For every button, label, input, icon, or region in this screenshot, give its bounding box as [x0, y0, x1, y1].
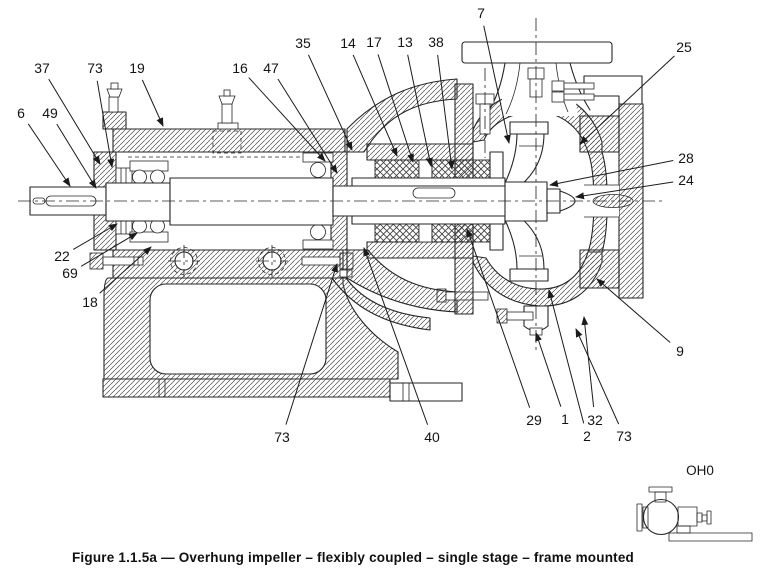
pump-type-code: OH0: [686, 463, 714, 478]
callout-number: 73: [87, 60, 103, 76]
callout-leader-line: [307, 54, 353, 151]
callout-leader-line: [48, 78, 101, 165]
callout-number: 28: [678, 150, 694, 166]
callout-leader-line: [72, 223, 118, 250]
callout-number: 32: [587, 412, 603, 428]
callout-number: 2: [583, 428, 591, 444]
shaft-sleeve: [351, 177, 506, 187]
figure-caption: Figure 1.1.5a — Overhung impeller – flex…: [71, 550, 634, 565]
callout-leader-line: [141, 79, 164, 127]
callout-number: 19: [129, 60, 145, 76]
frame-bolt-left: [89, 252, 144, 270]
callout-number: 49: [42, 105, 58, 121]
centerlines: [18, 18, 665, 352]
callout-leader-line: [377, 54, 414, 163]
callout-number: 47: [263, 60, 279, 76]
stuffing-box: [351, 83, 506, 315]
callout-number: 17: [366, 34, 382, 50]
packing-rings: [374, 159, 420, 179]
callout-number: 38: [428, 34, 444, 50]
callout-leader-line: [363, 247, 429, 425]
callout-leader-line: [581, 316, 595, 408]
callout-number: 7: [477, 5, 485, 21]
callout-leader-line: [579, 55, 675, 145]
callout-leader-line: [466, 228, 531, 408]
callout-number: 73: [616, 428, 632, 444]
callout-leader-line: [277, 78, 338, 174]
callout-number: 13: [397, 34, 413, 50]
callout-number: 22: [54, 248, 70, 264]
callout-leader-line: [80, 232, 138, 267]
impeller-keyway: [412, 187, 456, 199]
callout-number: 6: [17, 105, 25, 121]
baseplate: [102, 378, 463, 402]
callout-leader-line: [248, 77, 326, 162]
callout-number: 9: [676, 343, 684, 359]
labyrinth-seal: [115, 167, 133, 235]
callout-leader-line: [575, 181, 674, 200]
discharge-flange: [461, 41, 613, 64]
callout-number: 18: [82, 294, 98, 310]
pump-type-icon: [636, 486, 753, 542]
callout-leader-line: [483, 25, 511, 144]
callout-number: 1: [561, 411, 569, 427]
callout-leader-line: [96, 80, 115, 168]
callout-leader-line: [56, 123, 97, 189]
callout-leader-line: [437, 54, 455, 170]
callout-number: 25: [676, 39, 692, 55]
callout-number: 69: [62, 265, 78, 281]
callout-leader-line: [285, 263, 338, 425]
impeller: [504, 121, 576, 282]
callout-number: 40: [424, 429, 440, 445]
callout-leader-line: [575, 328, 620, 425]
callout-number: 24: [678, 172, 694, 188]
callout-leader-line: [27, 123, 71, 187]
gland-follower: [489, 151, 504, 179]
holddown-bolt-right: [256, 245, 288, 277]
callout-number: 29: [526, 412, 542, 428]
callout-leader-line: [352, 54, 398, 157]
callout-number: 16: [232, 60, 248, 76]
callout-leader-line: [549, 160, 674, 187]
callout-leader-line: [407, 54, 433, 167]
holddown-bolt-left: [168, 245, 200, 277]
oiler-fitting-icon: [217, 89, 239, 130]
callout-leader-line: [535, 332, 562, 407]
callout-leader-line: [99, 246, 152, 294]
callout-leader-line: [547, 289, 585, 424]
impeller-hub: [504, 181, 548, 222]
callout-number: 14: [340, 35, 356, 51]
callout-number: 37: [34, 60, 50, 76]
grease-fitting-icon: [106, 82, 123, 113]
callout-number: 73: [274, 429, 290, 445]
cover-bolts: [551, 80, 595, 103]
callout-leader-line: [596, 278, 671, 343]
callout-number: 35: [295, 35, 311, 51]
